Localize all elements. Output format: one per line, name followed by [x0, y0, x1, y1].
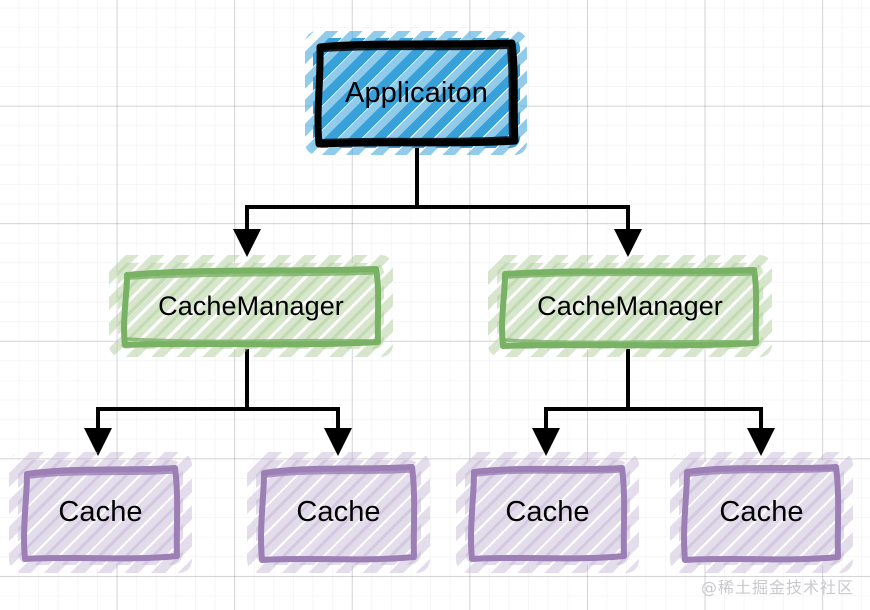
- cache-4-label: Cache: [719, 496, 804, 528]
- cache-2-label: Cache: [296, 496, 381, 528]
- application-label: Applicaiton: [345, 76, 488, 109]
- cache-3-label: Cache: [505, 496, 590, 528]
- manager-right-label: CacheManager: [537, 290, 723, 321]
- node-cache-1[interactable]: Cache: [9, 452, 192, 573]
- edge-application-to-managers: [233, 148, 642, 257]
- node-cache-manager-left[interactable]: CacheManager: [109, 255, 393, 357]
- node-cache-4[interactable]: Cache: [670, 452, 853, 573]
- node-cache-3[interactable]: Cache: [456, 452, 639, 573]
- cache-1-label: Cache: [58, 496, 143, 528]
- node-cache-2[interactable]: Cache: [247, 452, 430, 573]
- manager-left-label: CacheManager: [158, 290, 344, 321]
- watermark-text: @稀土掘金技术社区: [700, 578, 854, 597]
- node-application[interactable]: Applicaiton: [305, 31, 527, 155]
- edge-manager-left-to-caches: [84, 349, 352, 456]
- node-cache-manager-right[interactable]: CacheManager: [488, 255, 772, 357]
- edge-manager-right-to-caches: [532, 349, 775, 456]
